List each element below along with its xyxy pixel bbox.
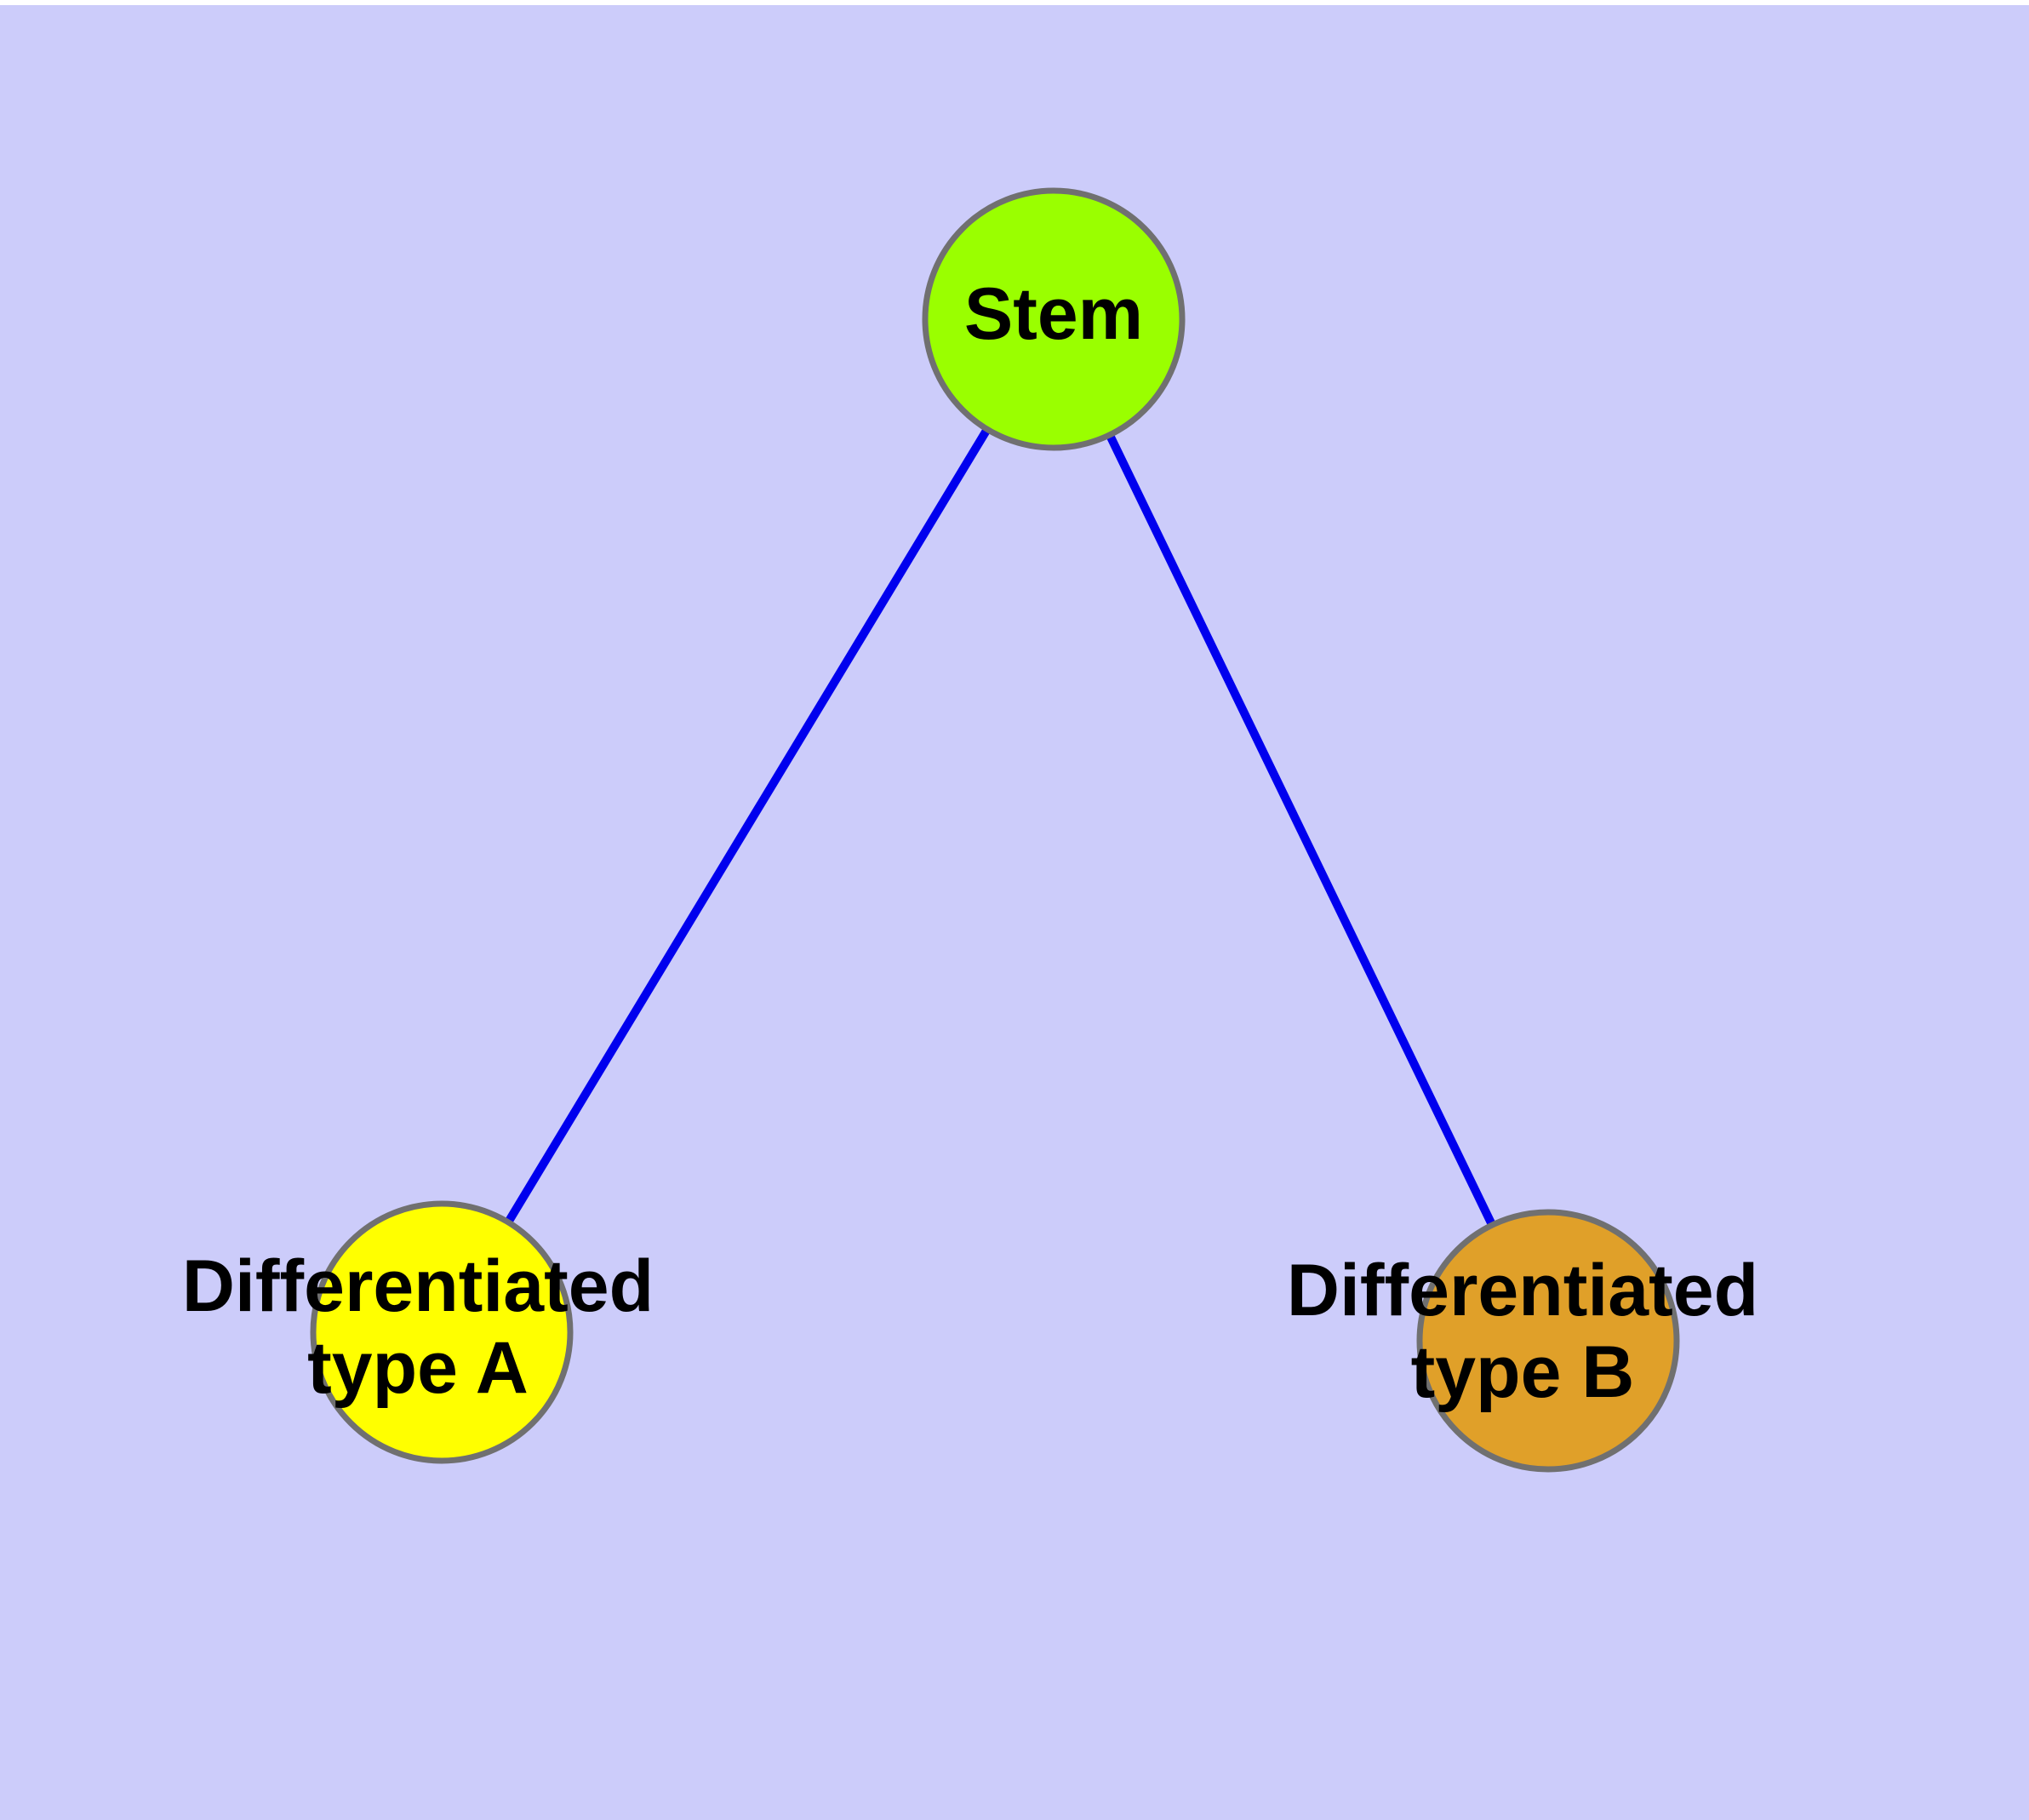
edges-group bbox=[502, 424, 1498, 1230]
graph-node-stem[interactable] bbox=[922, 187, 1186, 451]
label-line: type A bbox=[307, 1327, 529, 1409]
label-line: Stem bbox=[964, 273, 1143, 355]
graph-node-diff_b[interactable] bbox=[1416, 1209, 1680, 1473]
graph-edge bbox=[502, 424, 993, 1228]
label-line: Differentiated bbox=[1287, 1250, 1758, 1331]
label-line: type B bbox=[1411, 1331, 1635, 1413]
graph-node-label-stem: Stem bbox=[964, 273, 1143, 355]
label-line: Differentiated bbox=[182, 1245, 654, 1327]
graph-node-diff_a[interactable] bbox=[310, 1200, 574, 1464]
graph-edge bbox=[1104, 430, 1498, 1230]
nodes-group bbox=[310, 187, 1680, 1473]
